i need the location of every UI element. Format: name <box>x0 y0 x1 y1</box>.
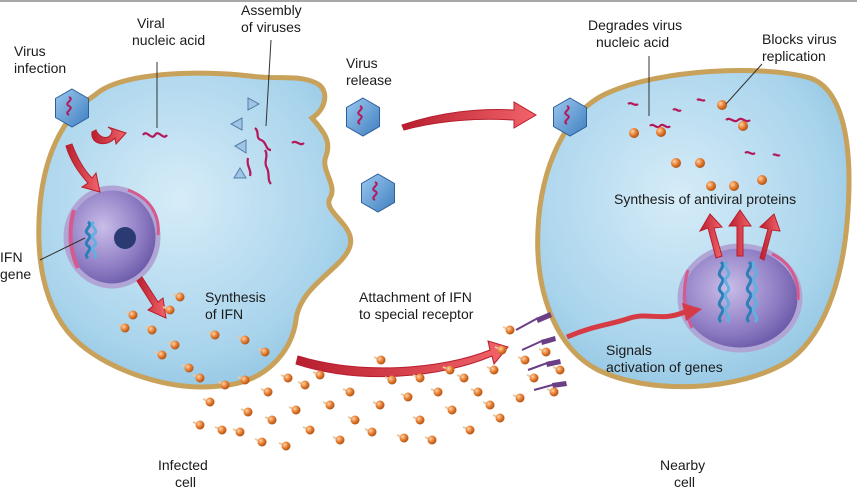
ifn-particle <box>280 372 294 384</box>
nucleolus <box>114 227 136 249</box>
ifn-particle <box>264 414 278 426</box>
ifn-particle <box>470 386 484 398</box>
infected-cell <box>36 70 354 390</box>
ifn-particle <box>372 399 386 411</box>
ifn-particle <box>260 386 274 398</box>
ifn-particle <box>512 392 526 404</box>
ifn-particle <box>347 414 361 426</box>
ifn-particle <box>492 412 506 424</box>
ifn-particle <box>546 386 560 398</box>
ifn-particle <box>342 386 356 398</box>
infected-cell-membrane <box>36 70 354 390</box>
label-synthesis-of-antiviral-proteins: Synthesis of antiviral proteins <box>614 191 796 207</box>
ifn-gene-dna <box>84 220 92 260</box>
ifn-particle <box>297 379 311 391</box>
ifn-particle <box>444 404 458 416</box>
leader-lines <box>39 39 763 261</box>
ifn-particle <box>232 426 246 438</box>
ifn-particle <box>240 406 254 418</box>
ifn-particle <box>384 374 398 386</box>
ifn-particle <box>526 372 540 384</box>
infection-arrows <box>65 126 167 319</box>
ifn-particle <box>192 419 206 431</box>
ifn-particle <box>400 391 414 403</box>
ifn-particle <box>396 432 410 444</box>
ifn-particle <box>373 354 387 366</box>
assembling-capsids <box>229 97 261 179</box>
ifn-receptors <box>515 312 567 391</box>
ifn-attachment-arrow <box>295 340 509 378</box>
ifn-particle <box>332 434 346 446</box>
ifn-particle <box>482 399 496 411</box>
ifn-particle <box>312 369 326 381</box>
ifn-particle <box>364 426 378 438</box>
ifn-particle <box>412 414 426 426</box>
ifn-particle <box>517 354 531 366</box>
antiviral-proteins <box>629 100 767 191</box>
ifn-particle <box>302 424 316 436</box>
ifn-particle <box>502 324 516 336</box>
release-to-nearby-arrow <box>401 101 537 131</box>
released-virus-2 <box>360 173 396 213</box>
released-virus-1 <box>345 97 381 137</box>
ifn-particle <box>430 386 444 398</box>
activated-genes-dna <box>717 260 759 324</box>
ifn-particle <box>424 434 438 446</box>
nearby-nucleus <box>677 243 803 353</box>
degraded-nucleic-acid-fragments <box>627 98 781 157</box>
signal-arrow <box>566 309 686 340</box>
signal-arrowhead <box>682 303 702 321</box>
nearby-cell <box>515 68 852 391</box>
ifn-particle <box>288 404 302 416</box>
infected-nucleus <box>63 185 161 289</box>
ifn-particle <box>552 364 566 376</box>
ifn-particle <box>538 346 552 358</box>
ifn-particle <box>486 364 500 376</box>
ifn-particle <box>462 424 476 436</box>
viral-nucleic-acid-strands <box>142 127 305 185</box>
protein-synthesis-arrows <box>698 209 781 261</box>
ifn-particle <box>322 399 336 411</box>
ifn-particle <box>412 372 426 384</box>
ifn-particle <box>456 372 470 384</box>
ifn-particle <box>214 424 228 436</box>
ifn-particle <box>202 396 216 408</box>
ifn-particle <box>278 440 292 452</box>
ifn-particle <box>254 436 268 448</box>
